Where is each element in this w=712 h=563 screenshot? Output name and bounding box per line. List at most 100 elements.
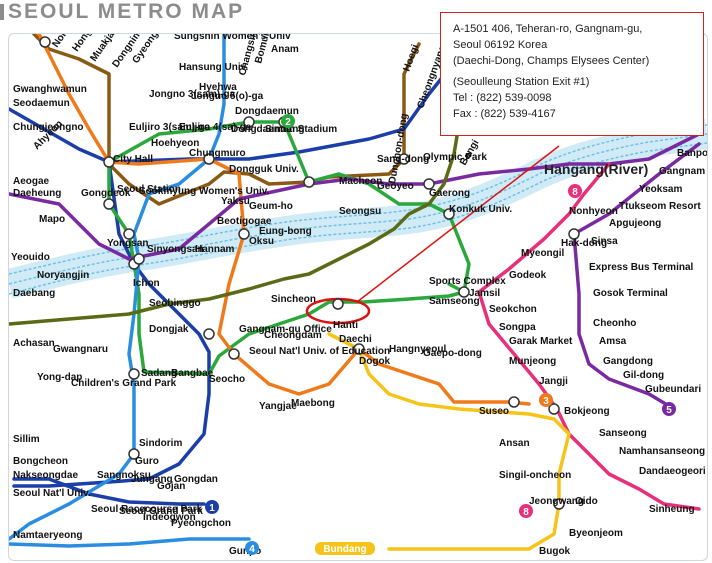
station-label: Sindorim [139, 438, 182, 449]
station-label: Noryangjin [37, 270, 89, 281]
station-label: Sinyongsan [147, 244, 204, 255]
pointer-line [356, 145, 560, 303]
station-label: Maebong [291, 398, 335, 409]
fax: Fax : (822) 539-4167 [453, 108, 556, 120]
page-title: SEOUL METRO MAP [8, 0, 245, 23]
station-label: Cheongdam [264, 330, 322, 341]
station-label: Bangbae [171, 368, 214, 379]
station-label: Ichon [133, 278, 160, 289]
station-label: Jamsil [469, 288, 500, 299]
station-label: Gongdan [174, 474, 218, 485]
station-label: Geum-ho [249, 201, 293, 212]
line-badge-4: 4 [245, 541, 259, 555]
station-label: Sincheon [271, 294, 316, 305]
station-label: Express Bus Terminal [589, 262, 694, 273]
station-label: Banpo [677, 148, 707, 159]
station-label: Guro [135, 456, 159, 467]
station-label: Dongdaemun [235, 106, 299, 117]
station-label: Anam [271, 44, 299, 55]
station-label: Hannam [195, 244, 235, 255]
station-label: Apgujeong [609, 218, 661, 229]
station-label: Pyeongchon [171, 518, 231, 529]
station-label: Seocho [209, 374, 245, 385]
station-label: Hoegi [401, 43, 421, 73]
line-badge-3: 3 [539, 393, 553, 407]
svg-text:1: 1 [209, 503, 215, 514]
station-label: Sungshin Women's Univ [174, 34, 291, 42]
station-label: Jungang [131, 474, 173, 485]
station-label: Dongjak [149, 324, 189, 335]
station-label: Jongno 3(sam)-ga [149, 89, 236, 100]
station-label: Yaksu [221, 196, 250, 207]
line-badge-8: 8 [568, 184, 582, 198]
station-label: Sinheung [649, 504, 695, 515]
station-label: Mapo [39, 214, 65, 225]
station-label: Hoehyeon [151, 138, 199, 149]
station-label: Seongsu [339, 206, 381, 217]
line-badge-1: 1 [205, 500, 219, 514]
station-label: Chungjeongno [13, 122, 84, 133]
station-label: Seodaemun [13, 98, 70, 109]
station-label: Gil-dong [623, 370, 664, 381]
station-label: Dongguk Univ. [229, 164, 299, 175]
station-label: Gojan [157, 481, 185, 492]
station-label: Seoul Racecourse Park [91, 504, 203, 515]
station-label: Bongcheon [13, 456, 68, 467]
station-label: Gaerong [429, 188, 470, 199]
station-label: Sang-dong [377, 154, 429, 165]
svg-text:3: 3 [543, 396, 549, 407]
station-label: Amsa [599, 336, 627, 347]
station-label: Ansan [499, 438, 530, 449]
station-label: Bokjeong [564, 406, 610, 417]
station-label: Dogok [359, 356, 391, 367]
station-label: Daeheung [13, 188, 61, 199]
station-label: Sillim [13, 434, 40, 445]
station-label: Euljiro 3(sam)-ga [129, 122, 211, 133]
station-label: Dandaeogeori [639, 466, 706, 477]
station-label: Gaepo-dong [423, 348, 482, 359]
line-2 [107, 120, 471, 376]
station-label: Geoyeo [377, 181, 414, 192]
line-7 [9, 52, 471, 326]
station-label: Gangdong [603, 356, 653, 367]
svg-text:5: 5 [666, 405, 672, 416]
station-label: Seoul Nat'l Univ. [13, 488, 91, 499]
station-label: Konkuk Univ. [449, 204, 512, 215]
station-label: Yeouido [11, 252, 50, 263]
line-badge-2: 2 [281, 114, 295, 128]
station-label: Sindang [265, 124, 304, 135]
station-label: Nonhyeon [569, 206, 618, 217]
station-label: Godeok [509, 270, 547, 281]
line-badge-8-south: 8 [519, 504, 533, 518]
telephone: Tel : (822) 539-0098 [453, 92, 552, 104]
station-label: Gangnam [659, 166, 705, 177]
line-1 [9, 42, 471, 164]
station-label: Beotigogae [217, 216, 272, 227]
metro-map[interactable]: Hangang(River) Nokbeon Hongje Muakjae Do… [8, 33, 708, 561]
station-label: Bugok [539, 546, 571, 557]
svg-text:4: 4 [249, 544, 255, 555]
station-label: Sadang [141, 368, 177, 379]
station-label: Sookmyung Women's Univ. [139, 186, 270, 197]
address-line: (Daechi-Dong, Champs Elysees Center) [453, 55, 650, 67]
station-label: Sinsa [591, 236, 618, 247]
station-label: Daechi [339, 334, 372, 345]
svg-text:Bundang: Bundang [323, 544, 366, 555]
line-badge-5: 5 [662, 402, 676, 416]
office-address-box: A-1501 406, Teheran-ro, Gangnam-gu, Seou… [440, 12, 704, 136]
station-label-seolleung[interactable]: Hanti [333, 320, 358, 331]
station-label: Seobinggo [149, 298, 201, 309]
station-label: Gwanghwamun [13, 84, 87, 95]
station-label: Hak-dong [561, 238, 607, 249]
station-label: Jeongwang [529, 496, 584, 507]
station-label: Gosok Terminal [593, 288, 668, 299]
metro-map-canvas[interactable]: Hangang(River) Nokbeon Hongje Muakjae Do… [9, 34, 707, 560]
station-label: Olympic Park [423, 152, 487, 163]
station-label: Achasan [13, 338, 55, 349]
station-label: Gangnam-gu Office [239, 324, 332, 335]
station-label: Sangnoksu [97, 470, 151, 481]
station-label: Chungmuro [189, 148, 246, 159]
station-label: Seokchon [489, 304, 537, 315]
station-label: Oido [575, 496, 598, 507]
station-label: Songpa [499, 322, 536, 333]
